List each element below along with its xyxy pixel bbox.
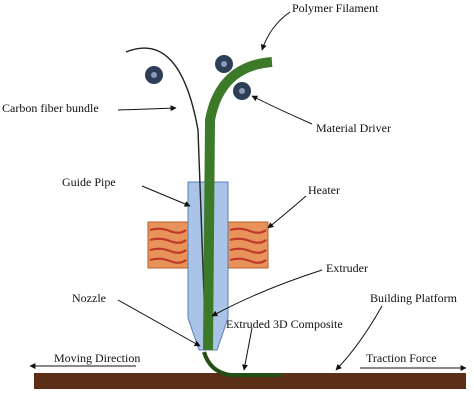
heater-stripe — [229, 237, 267, 244]
label-material-driver: Material Driver — [316, 121, 391, 135]
material-driver-roller-bottom — [233, 82, 251, 100]
label-polymer-filament: Polymer Filament — [292, 1, 379, 15]
leader-lines — [117, 11, 383, 371]
polymer-filament — [203, 57, 273, 351]
leader-heater — [267, 195, 307, 229]
leader-polymer-filament — [260, 11, 291, 51]
roller-core-icon — [239, 88, 245, 94]
leader-carbon-fiber — [117, 105, 177, 112]
building-platform — [34, 373, 466, 389]
heater-stripe — [149, 227, 187, 234]
leader-extruder — [211, 269, 323, 317]
roller-core-icon — [151, 72, 157, 78]
heater-stripe — [229, 257, 267, 264]
heater-stripe — [229, 247, 267, 254]
heater-stripe — [149, 237, 187, 244]
roller-core-icon — [221, 61, 227, 67]
label-building-platform: Building Platform — [370, 291, 458, 305]
leader-guide-pipe — [141, 185, 191, 207]
heater-stripe — [149, 247, 187, 254]
heater-stripe — [229, 227, 267, 234]
label-guide-pipe: Guide Pipe — [62, 175, 116, 189]
heater-coil-stripes — [149, 227, 267, 264]
label-moving-direction: Moving Direction — [54, 351, 140, 365]
label-carbon-fiber-bundle: Carbon fiber bundle — [2, 101, 99, 115]
label-traction-force: Traction Force — [366, 351, 437, 365]
leader-material-driver — [251, 95, 313, 125]
heater-stripe — [149, 257, 187, 264]
extruded-composite-strand — [202, 351, 282, 377]
leader-extruded-composite — [242, 327, 253, 371]
leader-building-platform — [335, 305, 383, 371]
label-heater: Heater — [308, 183, 340, 197]
material-driver-roller-top — [215, 55, 233, 73]
label-nozzle: Nozzle — [72, 291, 106, 305]
carbon-fiber-bundle — [125, 47, 207, 351]
fiber-roller — [145, 66, 163, 84]
label-extruder: Extruder — [326, 261, 368, 275]
label-extruded-composite: Extruded 3D Composite — [226, 317, 343, 331]
leader-nozzle — [117, 299, 201, 347]
